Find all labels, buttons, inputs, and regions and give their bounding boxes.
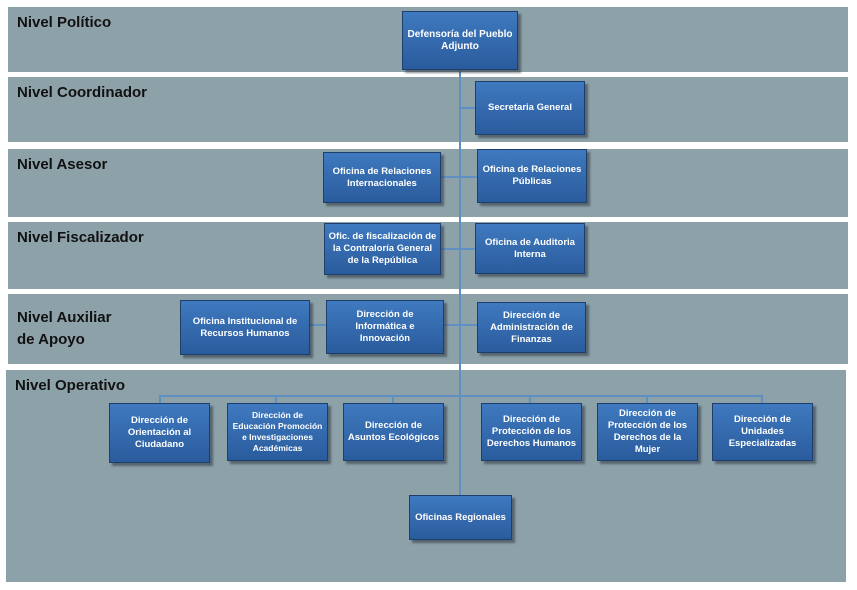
band-nivel-coordinador: Nivel Coordinador — [8, 77, 848, 142]
level-label-auxiliar: Nivel Auxiliar de Apoyo — [17, 309, 112, 348]
connector-drop-ecologicos — [392, 395, 394, 404]
level-label-asesor: Nivel Asesor — [17, 156, 108, 173]
level-label-fiscalizador: Nivel Fiscalizador — [17, 229, 144, 246]
connector-drop-educacion — [275, 395, 277, 404]
box-oficinas-regionales: Oficinas Regionales — [409, 495, 512, 540]
box-educacion-promocion: Dirección de Educación Promoción e Inves… — [227, 403, 328, 461]
box-informatica: Dirección de Informática e Innovación — [326, 300, 444, 354]
box-defensoria: Defensoría del Pueblo Adjunto — [402, 11, 518, 70]
box-fiscalizacion-contraloria: Ofic. de fiscalización de la Contraloría… — [324, 223, 441, 275]
box-recursos-humanos: Oficina Institucional de Recursos Humano… — [180, 300, 310, 355]
level-label-coordinador: Nivel Coordinador — [17, 84, 148, 101]
box-administracion-finanzas: Dirección de Administración de Finanzas — [477, 302, 586, 353]
connector-drop-derechos-humanos — [529, 395, 531, 404]
box-unidades-especializadas: Dirección de Unidades Especializadas — [712, 403, 813, 461]
box-auditoria-interna: Oficina de Auditoria Interna — [475, 223, 585, 274]
connector-drop-orientacion — [159, 395, 161, 404]
box-asuntos-ecologicos: Dirección de Asuntos Ecológicos — [343, 403, 444, 461]
box-relaciones-internacionales: Oficina de Relaciones Internacionales — [323, 152, 441, 203]
box-derechos-humanos: Dirección de Protección de los Derechos … — [481, 403, 582, 461]
connector-asesor — [440, 176, 478, 178]
band-nivel-operativo: Nivel Operativo — [6, 370, 846, 582]
connector-drop-derechos-mujer — [646, 395, 648, 404]
connector-secretaria — [460, 107, 476, 109]
box-orientacion-ciudadano: Dirección de Orientación al Ciudadano — [109, 403, 210, 463]
connector-fiscalizador — [440, 248, 476, 250]
connector-operativo-horizontal — [159, 395, 763, 397]
level-label-operativo: Nivel Operativo — [15, 377, 126, 394]
connector-drop-especializadas — [761, 395, 763, 404]
box-relaciones-publicas: Oficina de Relaciones Públicas — [477, 149, 587, 203]
box-derechos-mujer: Dirección de Protección de los Derechos … — [597, 403, 698, 461]
box-secretaria-general: Secretaria General — [475, 81, 585, 135]
level-label-politico: Nivel Político — [17, 14, 112, 31]
connector-spine — [459, 70, 461, 496]
